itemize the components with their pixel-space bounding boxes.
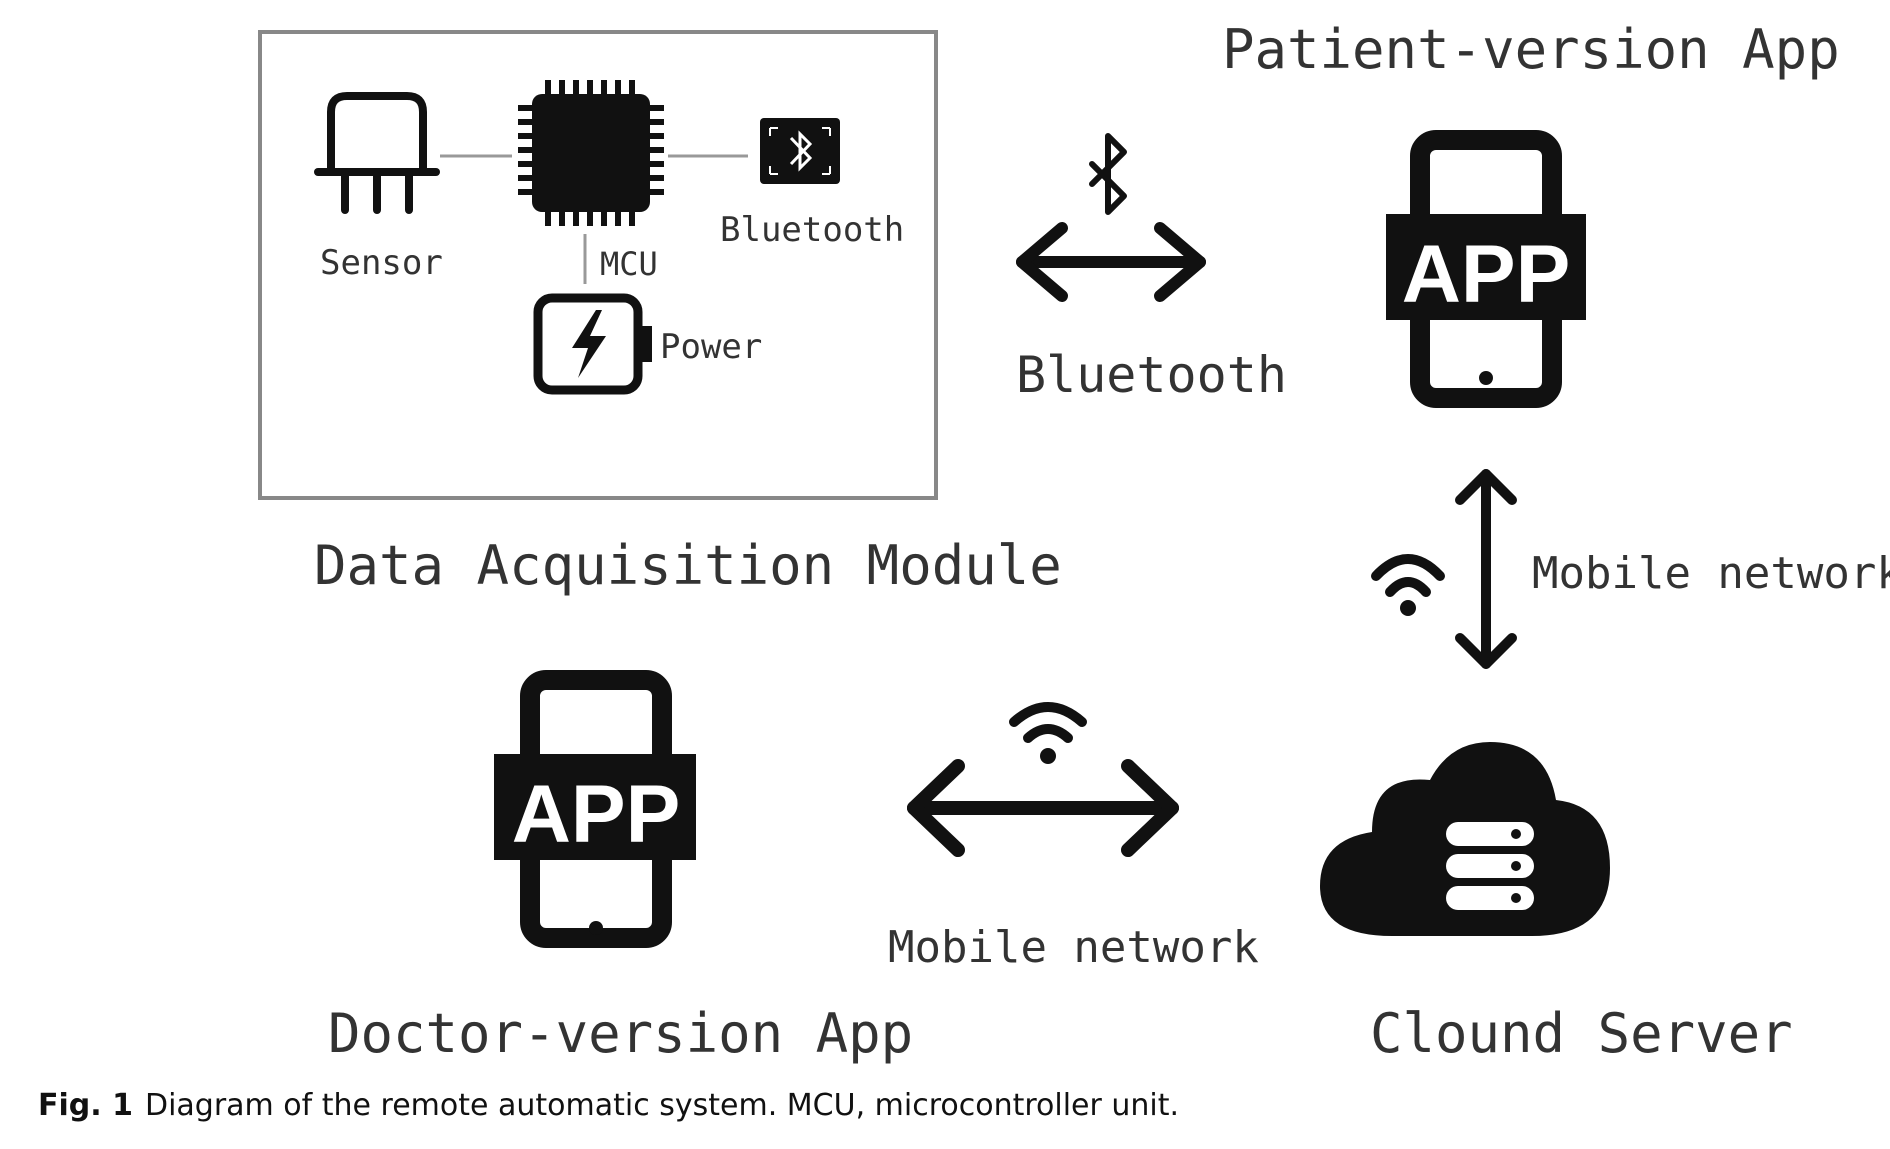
- module-title: Data Acquisition Module: [314, 534, 1062, 597]
- module-box: [258, 30, 938, 500]
- chip-icon: [518, 80, 664, 226]
- mobile-network-horizontal-arrow: [907, 759, 1179, 857]
- bluetooth-link-label: Bluetooth: [1016, 346, 1287, 404]
- mobile-network-horizontal-label: Mobile network: [888, 922, 1259, 973]
- sensor-icon: [314, 92, 440, 214]
- wifi-dot-horizontal: [1040, 748, 1056, 764]
- doctor-phone-app-icon: [494, 670, 696, 948]
- wifi-icon-vertical: [1371, 554, 1445, 597]
- wifi-icon-horizontal: [1009, 702, 1087, 743]
- caption-label: Fig. 1: [38, 1088, 133, 1123]
- power-label: Power: [660, 327, 762, 367]
- patient-app-badge: APP: [1402, 229, 1571, 320]
- cloud-server-title: Clound Server: [1370, 1002, 1793, 1065]
- patient-phone-app-icon: [1386, 130, 1586, 408]
- doctor-app-badge: APP: [512, 769, 681, 860]
- power-icon: [533, 293, 652, 395]
- caption-text: Diagram of the remote automatic system. …: [144, 1088, 1180, 1123]
- figure-caption: Fig. 1 Diagram of the remote automatic sy…: [38, 1088, 1179, 1123]
- doctor-app-title: Doctor-version App: [328, 1002, 913, 1065]
- mcu-label: MCU: [600, 245, 658, 283]
- bluetooth-link-icon: [1089, 133, 1127, 215]
- bluetooth-double-arrow: [1016, 222, 1206, 302]
- sensor-label: Sensor: [320, 243, 443, 283]
- cloud-server-icon: [1320, 742, 1610, 936]
- wifi-dot-vertical: [1400, 600, 1416, 616]
- bluetooth-icon: [760, 118, 840, 184]
- mobile-network-vertical-arrow: [1455, 469, 1517, 669]
- mobile-network-vertical-label: Mobile network: [1532, 548, 1890, 599]
- bluetooth-module-label: Bluetooth: [720, 210, 904, 250]
- patient-app-title: Patient-version App: [1222, 18, 1840, 81]
